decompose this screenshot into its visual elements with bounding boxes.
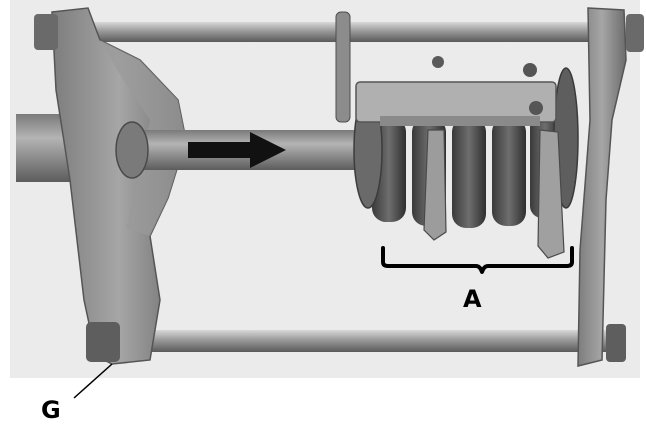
- bracket-a: [381, 246, 574, 274]
- callout-label-a: A: [463, 285, 482, 313]
- top-right-nut: [626, 14, 644, 52]
- leader-line-g: [73, 363, 113, 399]
- upper-strap: [335, 11, 351, 123]
- left-frame-rib: [100, 40, 186, 236]
- clamp-bolt-3: [432, 56, 444, 68]
- right-hook-claw: [537, 129, 565, 259]
- direction-arrow: [188, 132, 286, 168]
- bottom-right-nut: [606, 324, 626, 362]
- clamp-bracket-lower: [380, 116, 540, 126]
- left-hook-claw: [423, 129, 447, 241]
- top-left-nut: [34, 14, 58, 50]
- callout-label-g: G: [41, 396, 61, 424]
- bottom-rod: [92, 330, 622, 352]
- clamp-bolt-1: [523, 63, 537, 77]
- right-frame-upright: [577, 7, 627, 367]
- shaft-collar: [115, 121, 149, 179]
- clamp-bolt-2: [529, 101, 543, 115]
- spring-coils: [372, 114, 560, 228]
- bottom-left-nut: [86, 322, 120, 362]
